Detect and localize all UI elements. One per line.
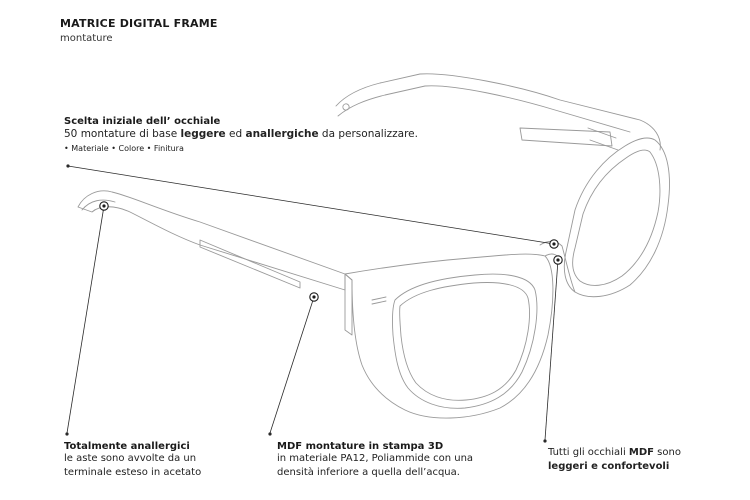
callout-marker-icon: [99, 201, 563, 302]
annotation-line: densità inferiore a quella dell’acqua.: [277, 467, 460, 478]
page-subtitle: montature: [60, 33, 113, 44]
near-temple-outline: [77, 190, 346, 291]
annotation-initial-choice: Scelta iniziale dell’ occhiale 50 montat…: [64, 116, 418, 156]
annotation-line: leggeri e confortevoli: [548, 461, 670, 472]
annotation-title: Totalmente anallergici: [64, 441, 190, 452]
annotation-options: • Materiale • Colore • Finitura: [64, 144, 184, 153]
annotation-line: Tutti gli occhiali MDF sono: [548, 447, 681, 458]
annotation-3d-print: MDF montature in stampa 3D in materiale …: [277, 441, 473, 480]
far-temple-outline: [335, 73, 661, 151]
page-title: MATRICE DIGITAL FRAME: [60, 17, 218, 30]
bridge-outline: [539, 240, 576, 293]
annotation-line: le aste sono avvolte da un: [64, 453, 197, 464]
leader-print3d: [269, 296, 315, 434]
leader-light: [544, 259, 559, 441]
annotation-line: in materiale PA12, Poliammide con una: [277, 453, 474, 464]
annotation-anallergic: Totalmente anallergici le aste sono avvo…: [64, 441, 201, 480]
annotation-line: terminale esteso in acetato: [64, 467, 202, 478]
near-lens-frame: [344, 253, 554, 419]
annotation-lightweight: Tutti gli occhiali MDF sono leggeri e co…: [548, 446, 681, 474]
annotation-title: MDF montature in stampa 3D: [277, 441, 444, 452]
leader-initial: [67, 165, 555, 245]
annotation-title: Scelta iniziale dell’ occhiale: [64, 116, 221, 127]
far-lens-frame: [563, 137, 670, 298]
leader-anallergic: [66, 205, 105, 434]
annotation-text: 50 montature di base leggere ed anallerg…: [64, 128, 418, 140]
